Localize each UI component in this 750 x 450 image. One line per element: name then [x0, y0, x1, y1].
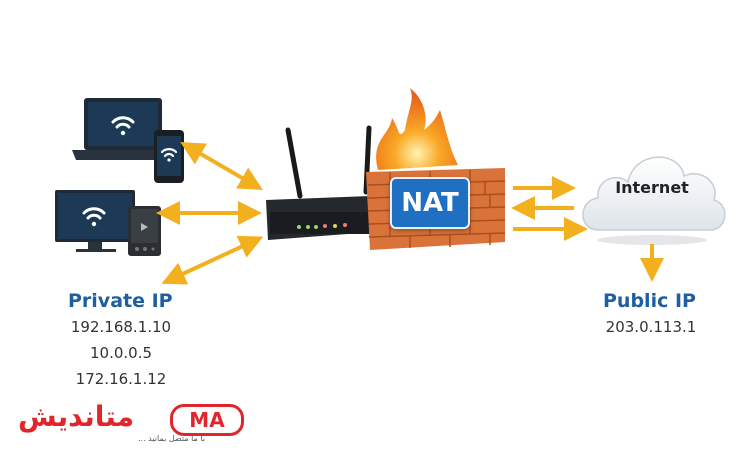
- arrow-device3-router: [161, 235, 264, 285]
- brand-name: متاندیش: [18, 400, 135, 433]
- brand-logo: متاندیش MA با ما متصل بمانید ...: [18, 400, 244, 443]
- fire-icon: [376, 88, 458, 170]
- laptop-icon: [72, 98, 172, 160]
- tablet-icon: [128, 206, 161, 256]
- private-ip-1: 192.168.1.10: [70, 318, 172, 336]
- brand-tagline: با ما متصل بمانید ...: [138, 434, 206, 443]
- desktop-monitor-icon: [55, 190, 135, 252]
- router-icon: [266, 125, 374, 240]
- brand-badge: MA: [170, 404, 244, 436]
- private-ip-3: 172.16.1.12: [75, 370, 167, 388]
- private-ip-title: Private IP: [68, 290, 173, 312]
- arrow-laptop-router: [180, 141, 263, 191]
- internet-label: Internet: [615, 178, 689, 197]
- smartphone-icon: [154, 130, 184, 183]
- public-ip-1: 203.0.113.1: [605, 318, 697, 336]
- nat-label: NAT: [390, 177, 470, 229]
- public-ip-title: Public IP: [603, 290, 696, 312]
- internet-cloud-icon: [582, 156, 726, 245]
- private-ip-2: 10.0.0.5: [89, 344, 153, 362]
- wifi-icon: [111, 116, 135, 129]
